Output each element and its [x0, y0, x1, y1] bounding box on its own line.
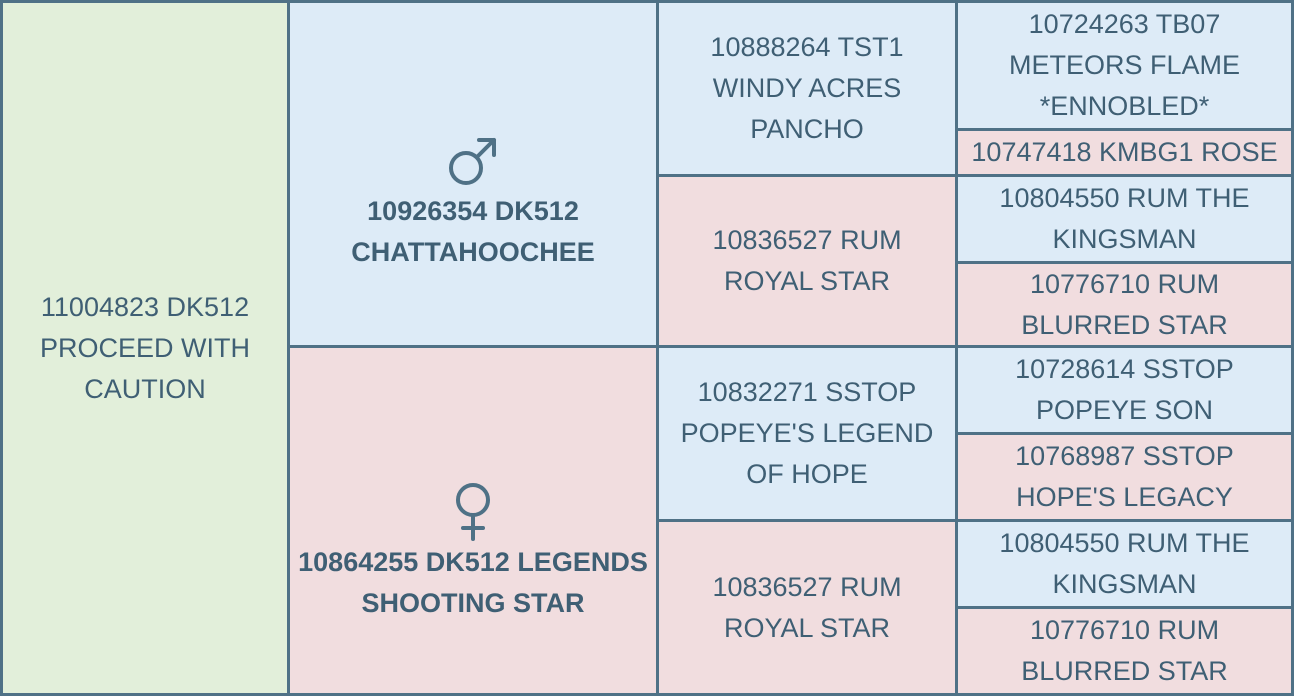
male-symbol-icon: [446, 135, 500, 189]
dam-dam-sire-name: 10804550 RUM THE KINGSMAN: [999, 528, 1250, 599]
sire-dam-dam-name: 10776710 RUM BLURRED STAR: [1021, 268, 1228, 340]
sire-dam-name: 10836527 RUM ROYAL STAR: [712, 225, 902, 296]
sire-sire-dam-name: 10747418 KMBG1 ROSE: [971, 137, 1278, 167]
sire-sire-sire-name: 10724263 TB07 METEORS FLAME *ENNOBLED*: [1008, 9, 1241, 121]
sire-sire-dam-cell: 10747418 KMBG1 ROSE: [958, 131, 1291, 174]
dam-sire-sire-name: 10728614 SSTOP POPEYE SON: [1015, 354, 1234, 425]
dam-sire-sire-cell: 10728614 SSTOP POPEYE SON: [958, 348, 1291, 432]
dam-sire-name: 10832271 SSTOP POPEYE'S LEGEND OF HOPE: [680, 377, 934, 489]
sire-sire-name: 10888264 TST1 WINDY ACRES PANCHO: [710, 32, 904, 144]
sire-name: 10926354 DK512 CHATTAHOOCHEE: [351, 196, 595, 267]
sire-sire-cell: 10888264 TST1 WINDY ACRES PANCHO: [659, 3, 955, 174]
sire-dam-cell: 10836527 RUM ROYAL STAR: [659, 177, 955, 345]
sire-dam-sire-name: 10804550 RUM THE KINGSMAN: [999, 183, 1250, 254]
dam-dam-dam-cell: 10776710 RUM BLURRED STAR: [958, 609, 1291, 693]
subject-cell: 11004823 DK512 PROCEED WITH CAUTION: [3, 3, 287, 693]
sire-dam-dam-cell: 10776710 RUM BLURRED STAR: [958, 264, 1291, 345]
dam-cell: 10864255 DK512 LEGENDS SHOOTING STAR: [290, 348, 656, 693]
sire-dam-sire-cell: 10804550 RUM THE KINGSMAN: [958, 177, 1291, 261]
subject-name: 11004823 DK512 PROCEED WITH CAUTION: [39, 291, 250, 404]
dam-name: 10864255 DK512 LEGENDS SHOOTING STAR: [298, 546, 648, 618]
sire-sire-sire-cell: 10724263 TB07 METEORS FLAME *ENNOBLED*: [958, 3, 1291, 128]
dam-sire-dam-name: 10768987 SSTOP HOPE'S LEGACY: [1015, 441, 1234, 512]
dam-sire-dam-cell: 10768987 SSTOP HOPE'S LEGACY: [958, 435, 1291, 519]
dam-dam-dam-name: 10776710 RUM BLURRED STAR: [1021, 615, 1228, 686]
dam-dam-name: 10836527 RUM ROYAL STAR: [712, 571, 902, 643]
dam-sire-cell: 10832271 SSTOP POPEYE'S LEGEND OF HOPE: [659, 348, 955, 519]
sire-cell: 10926354 DK512 CHATTAHOOCHEE: [290, 3, 656, 345]
dam-dam-sire-cell: 10804550 RUM THE KINGSMAN: [958, 522, 1291, 606]
female-symbol-icon: [451, 482, 495, 542]
dam-dam-cell: 10836527 RUM ROYAL STAR: [659, 522, 955, 693]
